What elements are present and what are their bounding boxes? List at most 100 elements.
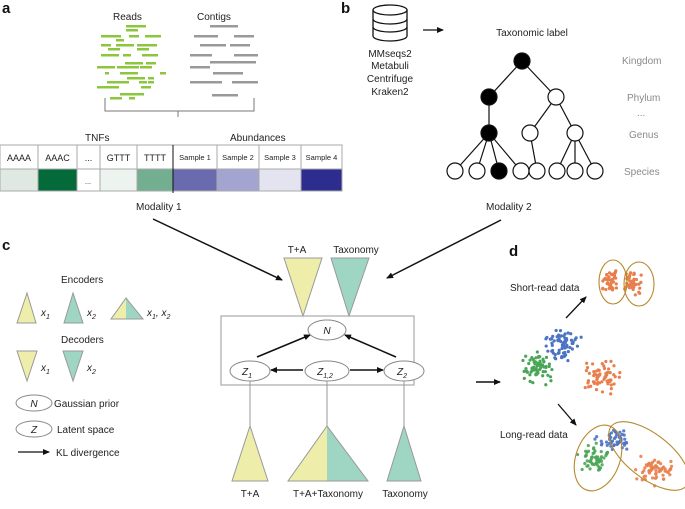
orange-point [598, 372, 602, 376]
blue-point [605, 443, 609, 447]
green-point [588, 467, 592, 471]
green-point [590, 462, 595, 466]
encoder-x12-icon [110, 297, 145, 320]
orange-point [609, 359, 613, 363]
rank-phylum: Phylum [627, 93, 660, 104]
decoder-x1-label: x1 [40, 363, 50, 376]
orange-point [609, 383, 613, 387]
orange-point [608, 370, 612, 375]
gaussian-prior-symbol: N [30, 399, 38, 410]
tnf-header-label: AAAC [45, 153, 70, 163]
orange-point [653, 458, 657, 462]
tnf-value-cell [0, 168, 39, 192]
green-point [600, 463, 604, 467]
contig-fragment [230, 44, 250, 47]
blue-point [545, 335, 549, 340]
encoder-x12-label: x1, x2 [146, 308, 170, 321]
modality-1-label: Modality 1 [136, 202, 182, 213]
sample-value-cell [300, 168, 343, 192]
orange-point [605, 373, 609, 377]
contig-fragment [232, 81, 258, 84]
blue-point [593, 437, 597, 441]
read-fragment [148, 77, 154, 80]
decoder-x2-label: x2 [86, 363, 96, 376]
tnf-value-cell [136, 168, 174, 192]
orange-point [587, 385, 591, 389]
orange-point [643, 466, 647, 470]
taxon-node [586, 162, 604, 180]
orange-point [639, 273, 643, 277]
tnf-value-cell [99, 168, 138, 192]
read-fragment [101, 54, 119, 57]
orange-point [627, 275, 631, 280]
sample-header-label: Sample 3 [264, 153, 296, 162]
orange-point [605, 379, 609, 383]
orange-point [631, 287, 635, 292]
contig-fragment [190, 81, 222, 84]
orange-point [668, 473, 672, 477]
tnfs-label: TNFs [85, 133, 109, 144]
long-read-cluster-ellipse [573, 424, 623, 492]
orange-point [606, 382, 610, 386]
long-read-cluster-ellipse [608, 421, 685, 491]
taxon-node [468, 162, 486, 180]
blue-point [595, 435, 599, 439]
blue-point [559, 356, 564, 360]
green-point [586, 449, 591, 453]
kl-arrow-z1-n [256, 334, 311, 358]
decoder-ta [283, 257, 323, 318]
green-point [594, 441, 598, 445]
blue-point [548, 337, 552, 341]
orange-point [585, 366, 590, 370]
contig-fragment [212, 94, 238, 97]
green-point [542, 360, 546, 364]
tnf-value-cell [37, 168, 78, 192]
blue-point [560, 346, 564, 351]
read-fragment [140, 66, 152, 69]
blue-point [564, 353, 568, 357]
panel-label-b: b [341, 0, 350, 17]
orange-point [637, 290, 641, 294]
blue-point [565, 343, 569, 347]
tool-metabuli: Metabuli [371, 61, 409, 72]
green-point [599, 457, 603, 461]
orange-point [657, 460, 661, 464]
node-n [307, 319, 347, 341]
node-z12-label: Z1,2 [316, 367, 333, 380]
orange-point [632, 271, 636, 275]
taxon-node [521, 124, 539, 142]
sample-header-label: Sample 4 [306, 153, 338, 162]
blue-point [604, 440, 609, 444]
orange-point [661, 473, 665, 477]
modality-1-arrow [152, 218, 283, 281]
green-point [593, 449, 597, 453]
orange-point [607, 271, 612, 275]
read-fragment [116, 44, 134, 47]
blue-point [574, 336, 578, 340]
blue-point [566, 331, 570, 335]
panel-label-d: d [509, 243, 518, 260]
orange-point [647, 469, 651, 474]
blue-point [561, 351, 566, 355]
orange-point [584, 368, 589, 373]
encoder-ta [231, 424, 269, 482]
contig-fragment [234, 54, 258, 57]
blue-point [621, 441, 626, 445]
read-fragment [142, 54, 158, 57]
orange-point [600, 362, 604, 366]
green-point [522, 369, 526, 373]
green-point [544, 365, 548, 370]
blue-point [566, 359, 570, 363]
orange-point [612, 364, 616, 368]
tool-kraken2: Kraken2 [371, 87, 409, 98]
taxon-node-selected [480, 88, 498, 106]
orange-point [632, 278, 636, 282]
green-point [538, 367, 542, 371]
taxon-node [566, 162, 584, 180]
taxon-node [512, 162, 530, 180]
orange-point [629, 279, 633, 283]
rank-species: Species [624, 167, 660, 178]
rank-kingdom: Kingdom [622, 56, 661, 67]
node-n-label: N [323, 326, 331, 337]
